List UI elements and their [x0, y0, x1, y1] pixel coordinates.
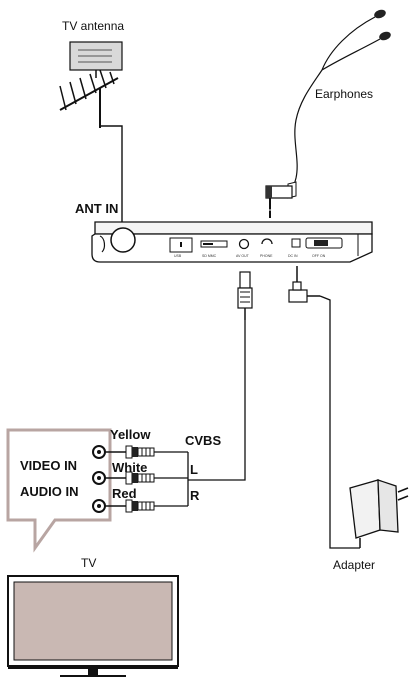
r-label: R [190, 488, 200, 503]
svg-text:SD MMC: SD MMC [202, 254, 217, 258]
red-label: Red [112, 486, 137, 501]
power-adapter: Adapter [333, 479, 409, 572]
rca-plug-yellow: Yellow CVBS [105, 427, 221, 459]
portable-player: ANT IN USB SD MMC AV OUT PHONE DC IN OFF… [75, 201, 373, 263]
tv-antenna: TV antenna [59, 19, 124, 128]
white-label: White [112, 460, 147, 475]
yellow-label: Yellow [110, 427, 151, 442]
tv-label: TV [81, 556, 96, 570]
svg-text:USB: USB [174, 254, 182, 258]
ant-in-label: ANT IN [75, 201, 118, 216]
video-in-label: VIDEO IN [20, 458, 77, 473]
rca-plug-white: White L [105, 460, 198, 485]
dc-plug [288, 266, 320, 303]
rca-plug-red: Red R [105, 486, 200, 513]
earphones: Earphones [265, 9, 391, 218]
svg-text:DC IN: DC IN [288, 254, 298, 258]
l-label: L [190, 462, 198, 477]
tv-set: TV [7, 556, 179, 677]
svg-text:AV OUT: AV OUT [236, 254, 250, 258]
dc-cable [319, 295, 360, 549]
av-cable [188, 320, 246, 481]
adapter-label: Adapter [333, 558, 375, 572]
tv-input-callout: VIDEO IN AUDIO IN [6, 428, 112, 553]
av-out-plug [237, 271, 253, 320]
antenna-cable [100, 125, 123, 236]
cvbs-label: CVBS [185, 433, 221, 448]
svg-text:OFF ON: OFF ON [312, 254, 326, 258]
tv-antenna-label: TV antenna [62, 19, 124, 33]
svg-text:PHONE: PHONE [260, 254, 273, 258]
earphones-label: Earphones [315, 87, 373, 101]
audio-in-label: AUDIO IN [20, 484, 79, 499]
